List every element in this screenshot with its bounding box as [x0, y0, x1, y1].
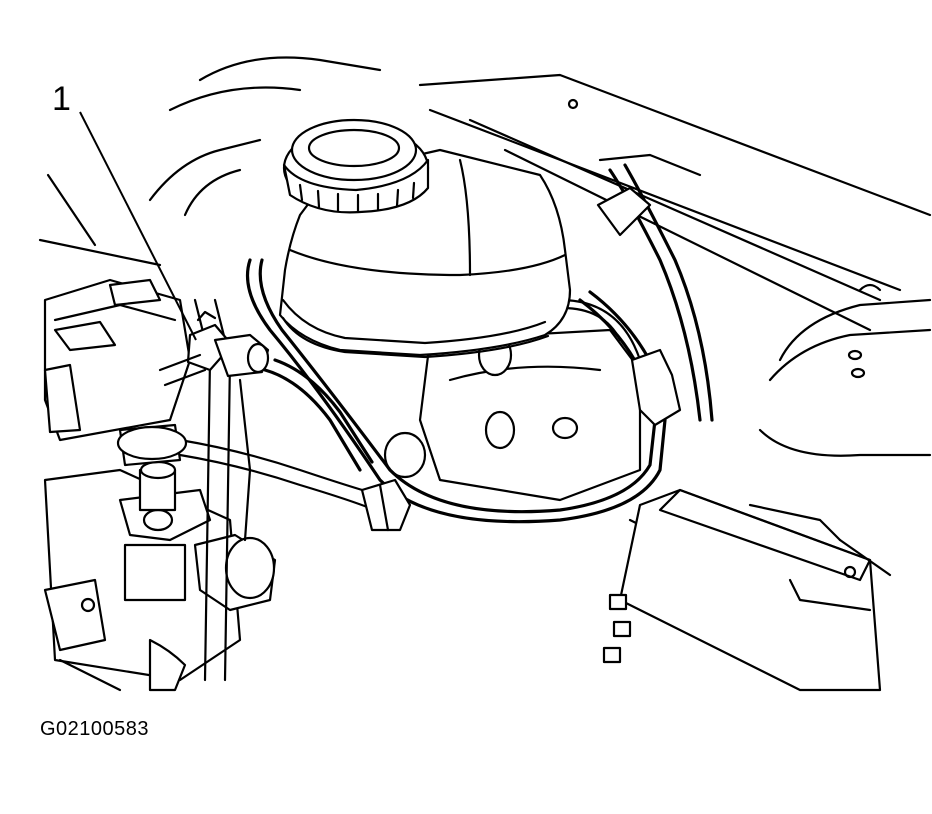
control-module [602, 488, 892, 692]
line-clips [360, 186, 682, 532]
brake-lines [178, 163, 714, 527]
brake-fluid-reservoir [278, 118, 572, 359]
body-panel-lines [38, 56, 932, 332]
brake-fluid-level-sensor-connector [158, 310, 270, 387]
strut-tower [758, 283, 932, 457]
figure-id: G02100583 [40, 718, 150, 740]
callout-1-leader [79, 111, 197, 341]
engine-components-left [43, 278, 277, 692]
callout-1: 1 [52, 80, 197, 341]
callout-1-label: 1 [52, 80, 71, 118]
